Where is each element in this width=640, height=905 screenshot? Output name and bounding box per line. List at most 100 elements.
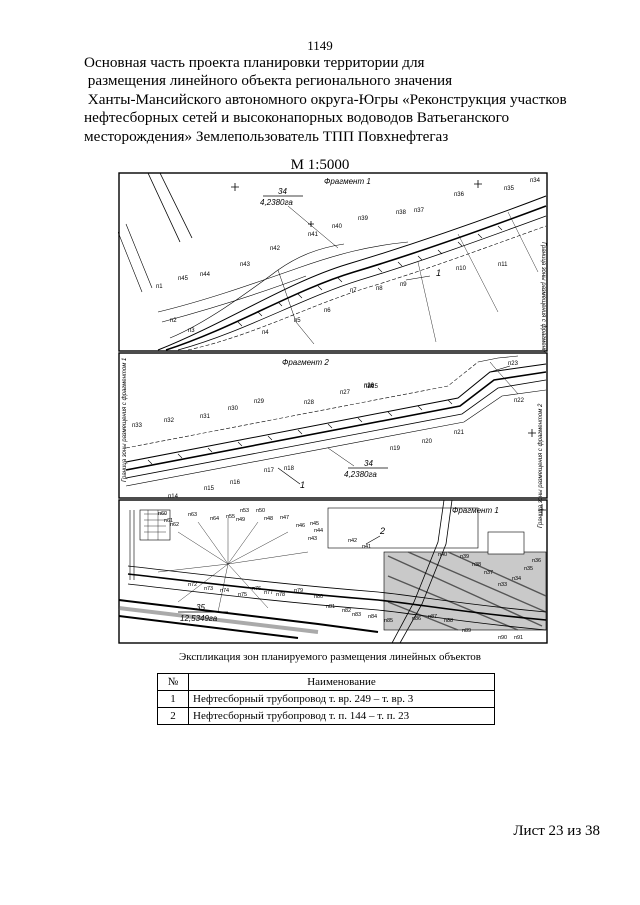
point-label: п20 [422, 439, 433, 445]
fragment-1-label: Фрагмент 1 [324, 177, 371, 186]
point-label: п80 [314, 594, 323, 600]
point-label: п43 [240, 262, 251, 268]
map-scale: М 1:5000 [290, 157, 350, 173]
point-label: п5 [294, 318, 301, 324]
point-label: п39 [460, 554, 469, 560]
explication-caption: Экспликация зон планируемого размещения … [179, 651, 481, 663]
point-label: п74 [220, 588, 229, 594]
row-number: 2 [157, 707, 189, 725]
point-label: п44 [200, 272, 211, 278]
point-label: п7 [350, 288, 357, 294]
point-label: п22 [514, 398, 525, 404]
area-value: 12,5349га [180, 614, 218, 623]
title-line: нефтесборных сетей и высоконапорных водо… [84, 109, 510, 127]
point-label: п35 [504, 186, 515, 192]
area-value: 4,2380га [344, 470, 377, 479]
point-label: п82 [342, 608, 351, 614]
area-value: 4,2380га [260, 198, 293, 207]
point-label: п72 [188, 582, 197, 588]
point-label: п33 [498, 582, 507, 588]
point-label: п73 [204, 586, 213, 592]
point-label: п84 [368, 614, 377, 620]
point-label: п38 [472, 562, 481, 568]
point-label: п61 [164, 518, 173, 524]
point-label: п48 [264, 516, 273, 522]
point-label: п49 [236, 517, 245, 523]
point-label: п36 [532, 558, 541, 564]
fragment-1-panel: Фрагмент 1 34 4,2380га 1 Граница зоны ра… [118, 172, 548, 367]
point-label: п87 [428, 614, 437, 620]
point-label: п30 [228, 406, 239, 412]
point-label: п46 [296, 523, 305, 529]
point-label: п34 [512, 576, 521, 582]
point-label: п4 [262, 330, 269, 336]
point-label: п1 [156, 284, 163, 290]
title-line: Основная часть проекта планировки террит… [84, 54, 425, 71]
point-label: п79 [294, 588, 303, 594]
point-label: п32 [164, 418, 175, 424]
site-plan-map: Фрагмент 1 34 4,2380га 1 Граница зоны ра… [118, 172, 548, 644]
point-label: п60 [158, 511, 167, 517]
point-label: п21 [454, 430, 465, 436]
sheet-number: Лист 23 из 38 [513, 823, 600, 839]
point-label: п42 [270, 246, 281, 252]
point-label: п28 [304, 400, 315, 406]
point-label: п83 [352, 612, 361, 618]
point-label: п89 [462, 628, 471, 634]
point-label: п85 [384, 618, 393, 624]
point-label: п41 [362, 544, 371, 550]
point-label: п90 [498, 635, 507, 641]
point-label: п91 [514, 635, 523, 641]
point-label: п42 [348, 538, 357, 544]
fragment-boundary-note: Граница зоны размещения с фрагментом 2 [538, 403, 544, 528]
point-label: п23 [508, 361, 519, 367]
point-label: п34 [530, 178, 541, 184]
point-label: п37 [414, 208, 425, 214]
zone-label: 1 [300, 480, 305, 490]
point-label: п29 [254, 399, 265, 405]
point-label: п6 [324, 308, 331, 314]
fragment-3-panel: Фрагмент 1 35 12,5349га 2 Граница зоны р… [118, 403, 548, 644]
point-label: п31 [200, 414, 211, 420]
point-label: п55 [226, 514, 235, 520]
area-number: 34 [364, 459, 373, 468]
title-line: размещения линейного объекта регионально… [84, 72, 453, 90]
page-number: 1149 [307, 38, 333, 53]
point-label: п43 [308, 536, 317, 542]
point-label: п15 [204, 486, 215, 492]
column-header-number: № [157, 673, 189, 691]
point-label: п17 [264, 468, 275, 474]
point-label: п9 [400, 282, 407, 288]
point-label: п86 [412, 616, 421, 622]
point-label: п11 [498, 262, 508, 268]
fragment-2-panel: Фрагмент 2 34 4,2380га 1 Граница зоны ра… [118, 352, 548, 500]
point-label: п35 [524, 566, 533, 572]
title-line: Ханты-Мансийского автономного округа-Югр… [84, 90, 567, 108]
zone-label: 1 [436, 268, 441, 278]
point-label: п77 [264, 590, 273, 596]
point-label: п64 [210, 516, 219, 522]
zone-label: 2 [379, 526, 385, 536]
document-title: Основная часть проекта планировки террит… [84, 54, 584, 146]
point-label: п2 [170, 318, 177, 324]
area-number: 35 [196, 603, 205, 612]
row-number: 1 [157, 690, 189, 708]
fragment-2-label: Фрагмент 2 [282, 358, 329, 367]
point-label: п78 [276, 592, 285, 598]
point-label: п38 [396, 210, 407, 216]
row-name: Нефтесборный трубопровод т. п. 144 – т. … [188, 707, 495, 725]
point-label: п10 [456, 266, 467, 272]
point-label: п14 [168, 494, 179, 500]
point-label: п81 [326, 604, 335, 610]
point-label: п24 [364, 384, 375, 390]
point-label: п44 [314, 528, 323, 534]
point-label: п45 [310, 521, 319, 527]
column-header-name: Наименование [188, 673, 495, 691]
point-label: п18 [284, 466, 295, 472]
point-label: п40 [332, 224, 343, 230]
table-header-row: № Наименование [157, 673, 495, 691]
point-label: п26 [364, 383, 375, 389]
point-label: п45 [178, 276, 189, 282]
table-row: 1 Нефтесборный трубопровод т. вр. 249 – … [157, 690, 495, 708]
point-label: п37 [484, 570, 493, 576]
